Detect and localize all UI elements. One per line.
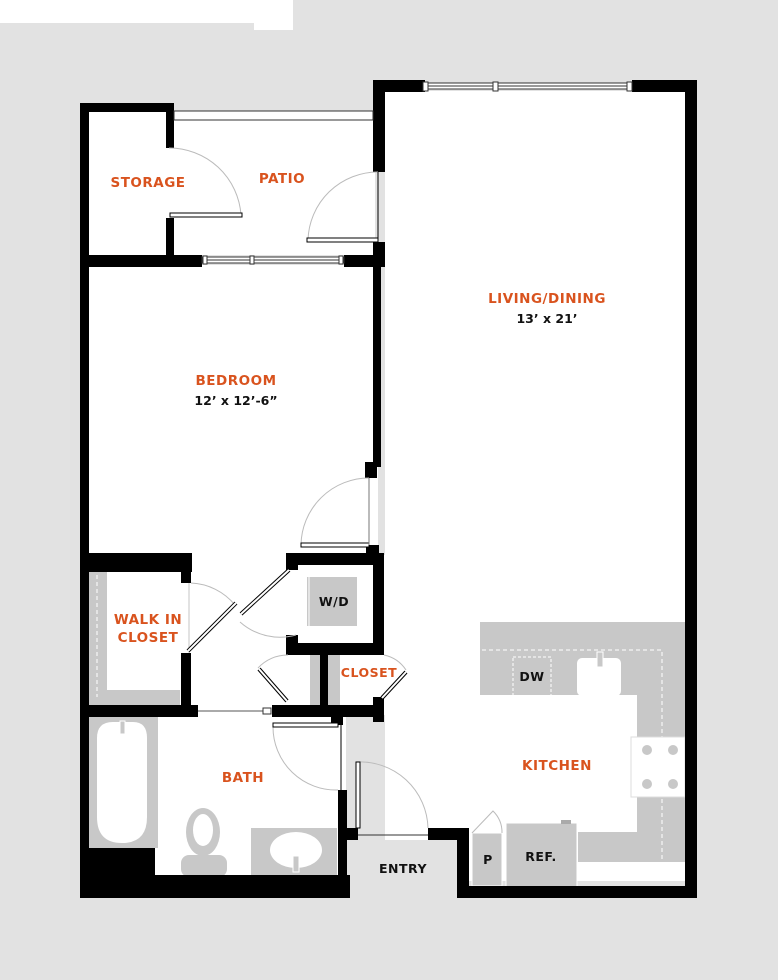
laundry-door-swing (239, 621, 297, 638)
storage-door-swing (168, 147, 242, 216)
bedroom-dimensions: 12’ x 12’-6” (194, 393, 277, 408)
bedroom-label: BEDROOM (196, 373, 277, 389)
entry-floor (349, 840, 459, 900)
closet-shelf (328, 655, 340, 705)
fridge-handle (561, 820, 571, 824)
kitchen-label: KITCHEN (522, 758, 592, 774)
faucet-icon (596, 651, 604, 668)
pantry-door-swing (471, 810, 503, 834)
walk-in-closet-door[interactable] (187, 602, 237, 652)
dishwasher-label: DW (519, 669, 544, 684)
doors (168, 147, 429, 836)
walls (80, 80, 697, 898)
cooktop-icon (630, 736, 686, 798)
laundry-door[interactable] (240, 569, 290, 615)
living-dining-label: LIVING/DINING (488, 291, 606, 307)
patio-floor (167, 120, 375, 255)
walk-in-closet-label-line2: CLOSET (118, 630, 179, 646)
storage-floor (88, 111, 167, 255)
pantry-icon (471, 832, 503, 887)
entry-label: ENTRY (379, 861, 427, 876)
closet-shelves (88, 572, 340, 705)
floors (88, 91, 685, 900)
kitchen-sink-icon (577, 658, 621, 696)
burner-icon (642, 779, 652, 789)
pantry-label: P (483, 852, 493, 867)
bath-label: BATH (222, 770, 264, 786)
refrigerator-label: REF. (525, 849, 557, 864)
entry-door[interactable] (355, 761, 361, 829)
bedroom-floor (88, 265, 378, 555)
bath-door[interactable] (272, 722, 339, 728)
linen-closet-door[interactable] (258, 668, 288, 702)
storage-label: STORAGE (110, 175, 185, 191)
bedroom-door-swing (300, 477, 370, 546)
burner-icon (668, 779, 678, 789)
bath-sink-icon (270, 832, 322, 868)
closet-label: CLOSET (341, 665, 397, 680)
patio-label: PATIO (259, 171, 305, 187)
header-strip (0, 0, 254, 23)
closet-door[interactable] (381, 671, 407, 699)
patio-railing (173, 110, 374, 121)
linen-shelf (310, 655, 322, 705)
kitchen-counters: DW REF. P (471, 622, 686, 888)
patio-door[interactable] (306, 237, 379, 243)
bath-door-swing (272, 726, 339, 791)
bedroom-door[interactable] (300, 542, 370, 548)
counter-l-shape (480, 622, 685, 862)
living-dining-dimensions: 13’ x 21’ (516, 311, 577, 326)
entry-door-swing (355, 761, 429, 829)
header-strip-tab (254, 0, 293, 30)
dishwasher-outline (512, 656, 552, 697)
bath-fixtures (88, 715, 337, 877)
walk-in-closet-label-line1: WALK IN (114, 612, 182, 628)
washer-dryer-label: W/D (319, 594, 349, 609)
washer-dryer-icon (307, 577, 357, 626)
walk-in-closet-door-swing (190, 582, 236, 606)
windows (173, 81, 633, 265)
patio-door-swing (307, 171, 379, 241)
burner-icon (642, 745, 652, 755)
storage-door[interactable] (169, 212, 243, 218)
burner-icon (668, 745, 678, 755)
